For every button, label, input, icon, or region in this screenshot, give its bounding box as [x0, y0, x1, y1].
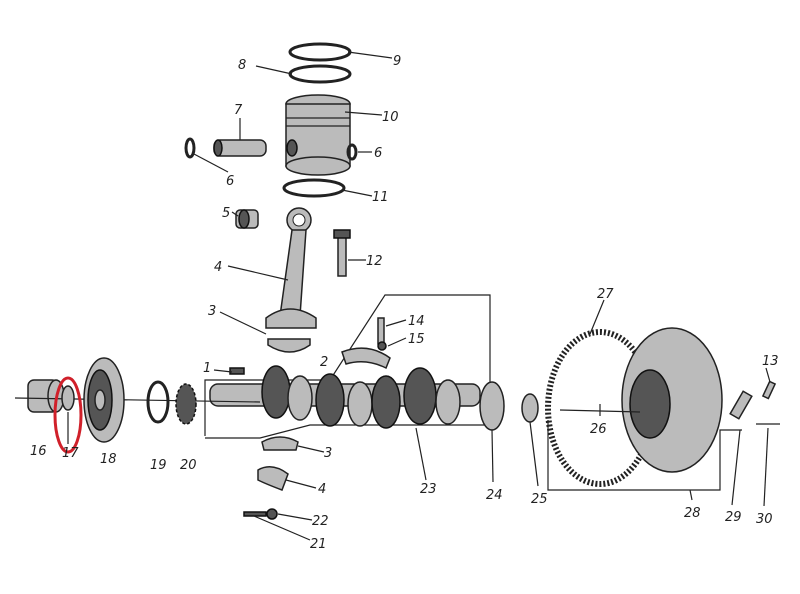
part-label: 6 [226, 174, 234, 189]
part-label: 17 [62, 446, 79, 461]
oil-slinger [146, 380, 170, 424]
highlight-ellipse [53, 376, 83, 454]
part-label: 26 [590, 422, 607, 437]
part-label: 14 [408, 314, 425, 329]
dowel [761, 380, 777, 400]
part-label: 3 [324, 446, 332, 461]
part-label: 16 [30, 444, 47, 459]
part-label: 7 [234, 103, 243, 118]
part-label: 8 [238, 58, 246, 73]
part-label: 28 [684, 506, 701, 521]
piston [285, 94, 351, 176]
rear-bearing [521, 393, 539, 423]
part-label: 4 [214, 260, 222, 275]
part-label: 11 [372, 190, 389, 205]
part-label: 3 [208, 304, 216, 319]
part-label: 18 [100, 452, 117, 467]
part-label: 27 [597, 287, 614, 302]
part-label: 29 [725, 510, 742, 525]
conrod-bolt [333, 229, 351, 277]
part-label: 5 [222, 206, 230, 221]
part-label: 30 [756, 512, 773, 527]
part-label: 4 [318, 482, 326, 497]
part-label: 6 [374, 146, 382, 161]
bushing [235, 209, 259, 229]
part-label: 20 [180, 458, 197, 473]
part-label: 9 [393, 54, 401, 69]
part-label: 24 [486, 488, 503, 503]
part-label: 1 [203, 361, 211, 376]
part-label: 13 [762, 354, 779, 369]
connecting-rod [265, 207, 317, 353]
part-label: 2 [320, 355, 328, 370]
part-label: 21 [310, 537, 327, 552]
lock-plate [729, 390, 753, 420]
part-label: 10 [382, 110, 399, 125]
rear-seal [479, 381, 505, 431]
crank-gear [175, 383, 197, 425]
part-label: 25 [531, 492, 548, 507]
part-labels: 9 8 10 7 6 6 11 5 12 4 3 14 15 2 1 16 17… [30, 54, 779, 552]
part-label: 12 [366, 254, 383, 269]
piston-pin [184, 137, 358, 161]
crankshaft [209, 317, 481, 520]
crankshaft-group-frame [204, 294, 491, 439]
pulley [83, 357, 125, 443]
part-label: 23 [420, 482, 437, 497]
part-label: 15 [408, 332, 425, 347]
part-label: 19 [150, 458, 167, 473]
part-label: 22 [312, 514, 329, 529]
leader-lines [67, 51, 771, 541]
flywheel [545, 327, 742, 491]
spacer-ring [61, 385, 75, 411]
